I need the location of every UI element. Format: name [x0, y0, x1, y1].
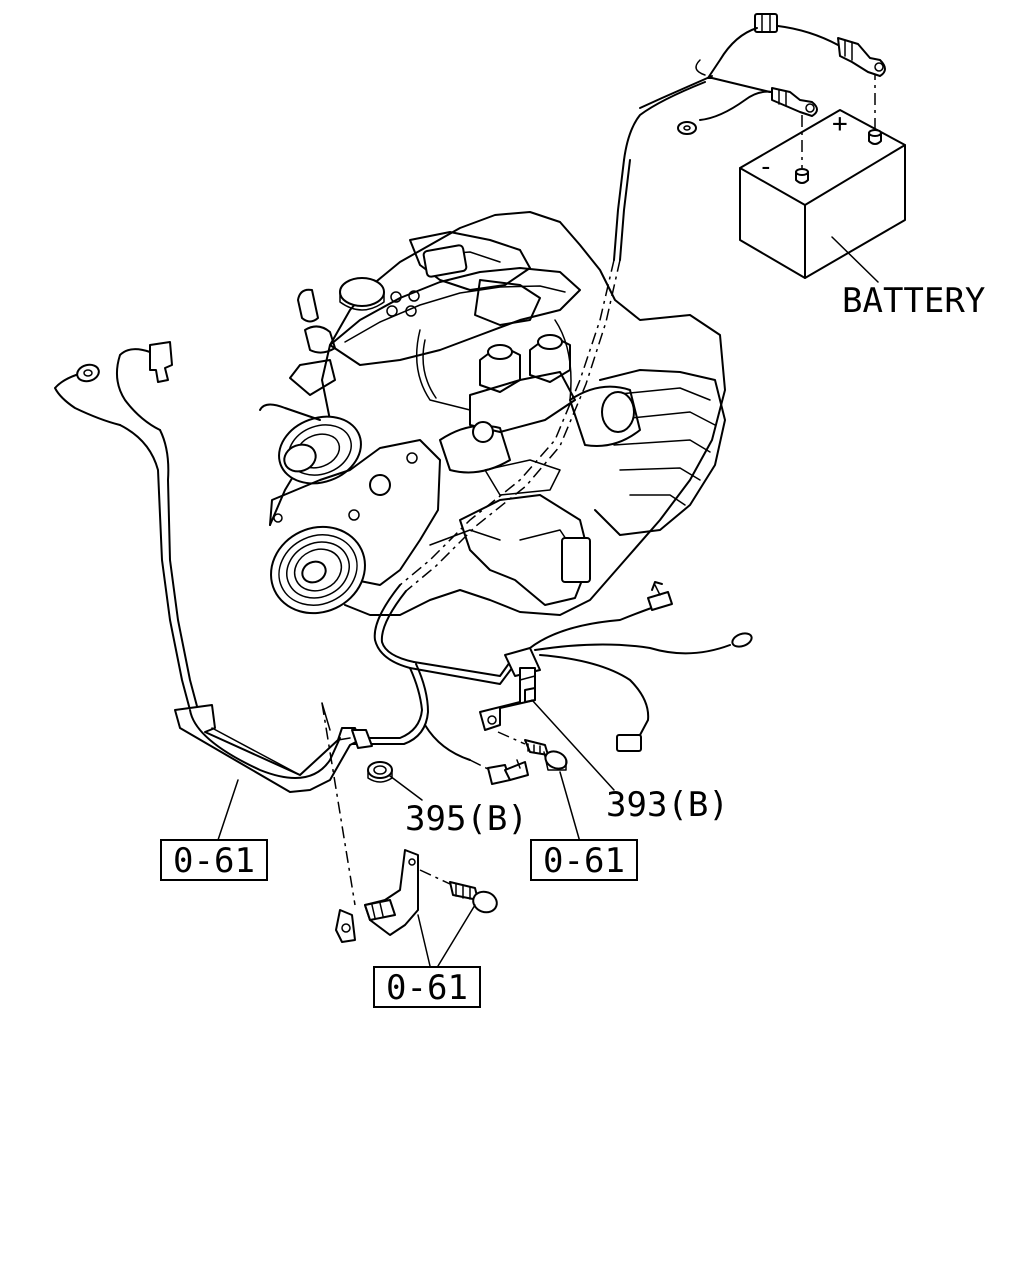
left-harness — [54, 341, 373, 793]
ref-box-left — [160, 839, 268, 881]
ref-label-right: 0-61 — [543, 841, 625, 881]
battery-plus-sign: + — [832, 109, 848, 139]
ref-box-right — [530, 839, 638, 881]
part-label-393: 393(B) — [606, 785, 729, 825]
leader-lines — [217, 236, 879, 967]
engine — [259, 211, 726, 616]
right-branch-wires — [529, 581, 753, 752]
battery: - + — [739, 68, 906, 279]
harness-clamp-393 — [479, 647, 541, 731]
main-harness — [351, 159, 631, 771]
ref-label-left: 0-61 — [173, 841, 255, 881]
battery-label: BATTERY — [842, 281, 985, 321]
lower-bracket — [321, 702, 498, 943]
fasteners — [367, 731, 568, 783]
lower-connector — [487, 759, 529, 785]
ref-box-bottom — [373, 966, 481, 1008]
battery-minus-sign: - — [758, 152, 774, 182]
ref-label-bottom: 0-61 — [386, 968, 468, 1008]
battery-cables — [623, 13, 886, 161]
part-label-395: 395(B) — [405, 799, 528, 839]
